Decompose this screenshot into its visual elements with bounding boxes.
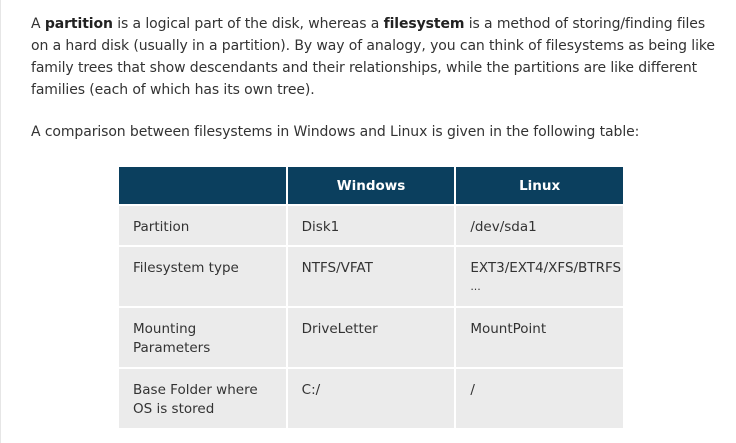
linux-value-ellipsis: ... <box>470 280 481 293</box>
header-windows: Windows <box>287 167 455 204</box>
table-row: Base Folder where OS is stored C:/ / <box>119 369 623 428</box>
row-label: Filesystem type <box>119 247 286 306</box>
table-row: Mounting Parameters DriveLetter MountPoi… <box>119 308 623 367</box>
header-empty <box>119 167 286 204</box>
linux-cell: MountPoint <box>456 308 623 367</box>
row-label: Partition <box>119 206 286 245</box>
comparison-table: Windows Linux Partition Disk1 /dev/sda1 … <box>117 165 625 430</box>
comparison-intro: A comparison between filesystems in Wind… <box>31 124 640 140</box>
intro-text-1: A <box>31 16 45 32</box>
table-row: Partition Disk1 /dev/sda1 <box>119 206 623 245</box>
linux-cell: / <box>456 369 623 428</box>
intro-paragraph: A partition is a logical part of the dis… <box>31 13 721 101</box>
intro-text-2: is a logical part of the disk, whereas a <box>112 16 384 32</box>
intro-text-3: is a method of storing/finding files on … <box>31 16 715 98</box>
windows-cell: DriveLetter <box>287 308 455 367</box>
windows-cell: Disk1 <box>287 206 455 245</box>
table-header-row: Windows Linux <box>119 167 623 204</box>
term-filesystem: filesystem <box>383 16 465 32</box>
table-row: Filesystem type NTFS/VFAT EXT3/EXT4/XFS/… <box>119 247 623 306</box>
row-label: Mounting Parameters <box>119 308 286 367</box>
linux-cell: /dev/sda1 <box>456 206 623 245</box>
header-linux: Linux <box>456 167 623 204</box>
windows-cell: NTFS/VFAT <box>287 247 455 306</box>
term-partition: partition <box>44 16 113 32</box>
windows-cell: C:/ <box>287 369 455 428</box>
linux-value: EXT3/EXT4/XFS/BTRFS <box>470 260 622 276</box>
linux-cell: EXT3/EXT4/XFS/BTRFS... <box>456 247 623 306</box>
row-label: Base Folder where OS is stored <box>119 369 286 428</box>
